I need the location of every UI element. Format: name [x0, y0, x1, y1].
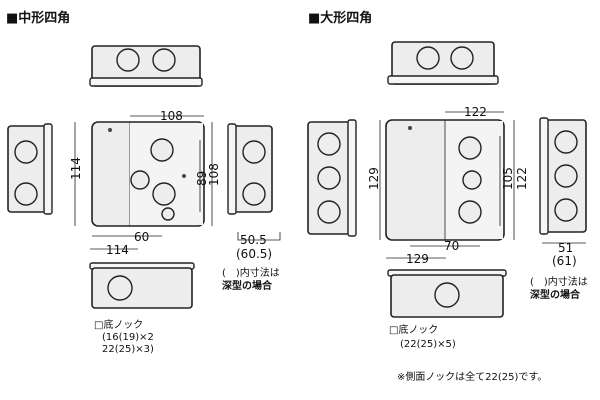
large-dim-outer-height: 122: [515, 167, 529, 190]
medium-top-view: [89, 45, 203, 87]
medium-left-side-view: [7, 123, 53, 215]
large-dim-height: 129: [367, 167, 381, 190]
medium-dim-bottom-width: 114: [106, 243, 129, 257]
large-right-side-view: [539, 117, 587, 235]
large-dim-knock-x: 70: [444, 239, 459, 253]
medium-note-line2: 深型の場合: [222, 279, 273, 292]
large-dim-depth: 51: [558, 241, 573, 255]
medium-dim-height: 114: [69, 157, 83, 180]
large-note-line1: ( )内寸法は: [530, 275, 588, 288]
large-knock-label: □底ノック: [389, 323, 438, 336]
medium-bottom-view: [89, 262, 195, 309]
large-box-group: ■大形四角 122 129 105 122 70 129: [307, 10, 588, 350]
large-title: ■大形四角: [308, 10, 372, 26]
medium-knock-line2: 22(25)×3): [102, 344, 154, 355]
medium-dim-knock-x: 60: [134, 230, 149, 244]
medium-dim-outer-height: 108: [207, 163, 221, 186]
medium-front-view: [91, 121, 205, 227]
medium-dim-depth: 50.5: [240, 233, 267, 247]
medium-box-group: ■中形四角 108 114: [6, 10, 281, 355]
footnote: ※側面ノックは全て22(25)です。: [397, 370, 547, 383]
large-knock-line1: (22(25)×5): [400, 339, 456, 350]
medium-right-side-view: [227, 123, 273, 215]
large-note-line2: 深型の場合: [530, 288, 581, 301]
large-dim-width: 122: [464, 105, 487, 119]
medium-title: ■中形四角: [6, 10, 70, 26]
medium-knock-line1: (16(19)×2: [102, 332, 154, 343]
large-top-view: [387, 41, 499, 85]
large-dim-depth-deep: (61): [552, 254, 577, 268]
large-bottom-view: [387, 269, 507, 318]
large-left-side-view: [307, 119, 357, 237]
large-dim-inner-height: 105: [501, 167, 515, 190]
medium-note-line1: ( )内寸法は: [222, 266, 280, 279]
large-front-view: [385, 119, 505, 241]
medium-dim-inner-height: 89: [195, 171, 209, 186]
large-dim-bottom-width: 129: [406, 252, 429, 266]
medium-dim-width: 108: [160, 109, 183, 123]
medium-knock-label: □底ノック: [94, 318, 143, 331]
medium-dim-depth-deep: (60.5): [236, 247, 272, 261]
